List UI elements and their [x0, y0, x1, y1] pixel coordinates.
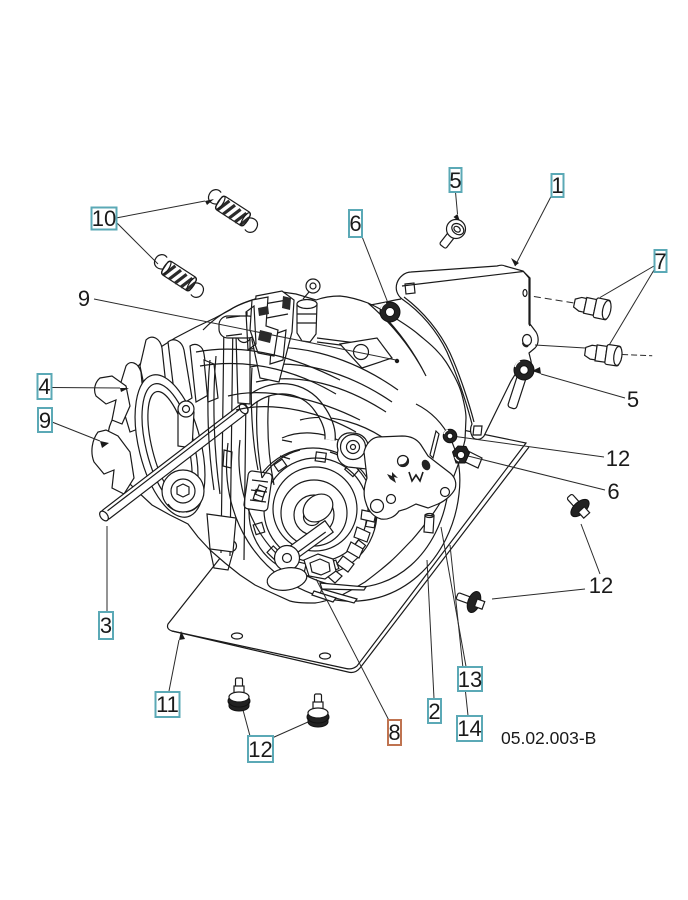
- svg-text:7: 7: [654, 249, 666, 274]
- svg-text:14: 14: [457, 716, 481, 741]
- svg-text:6: 6: [349, 211, 361, 236]
- svg-text:5: 5: [627, 387, 639, 412]
- svg-text:13: 13: [458, 667, 482, 692]
- svg-text:12: 12: [589, 573, 613, 598]
- svg-text:12: 12: [606, 446, 630, 471]
- svg-text:9: 9: [78, 286, 90, 311]
- svg-text:8: 8: [388, 720, 400, 745]
- svg-text:1: 1: [551, 173, 563, 198]
- svg-text:3: 3: [100, 613, 112, 638]
- svg-text:10: 10: [92, 206, 116, 231]
- svg-text:9: 9: [39, 408, 51, 433]
- svg-text:6: 6: [607, 479, 619, 504]
- svg-text:5: 5: [449, 168, 461, 193]
- svg-text:05.02.003-B: 05.02.003-B: [501, 728, 596, 748]
- svg-text:12: 12: [248, 737, 272, 762]
- svg-text:11: 11: [156, 692, 179, 717]
- svg-text:4: 4: [38, 374, 50, 399]
- svg-text:2: 2: [428, 699, 440, 724]
